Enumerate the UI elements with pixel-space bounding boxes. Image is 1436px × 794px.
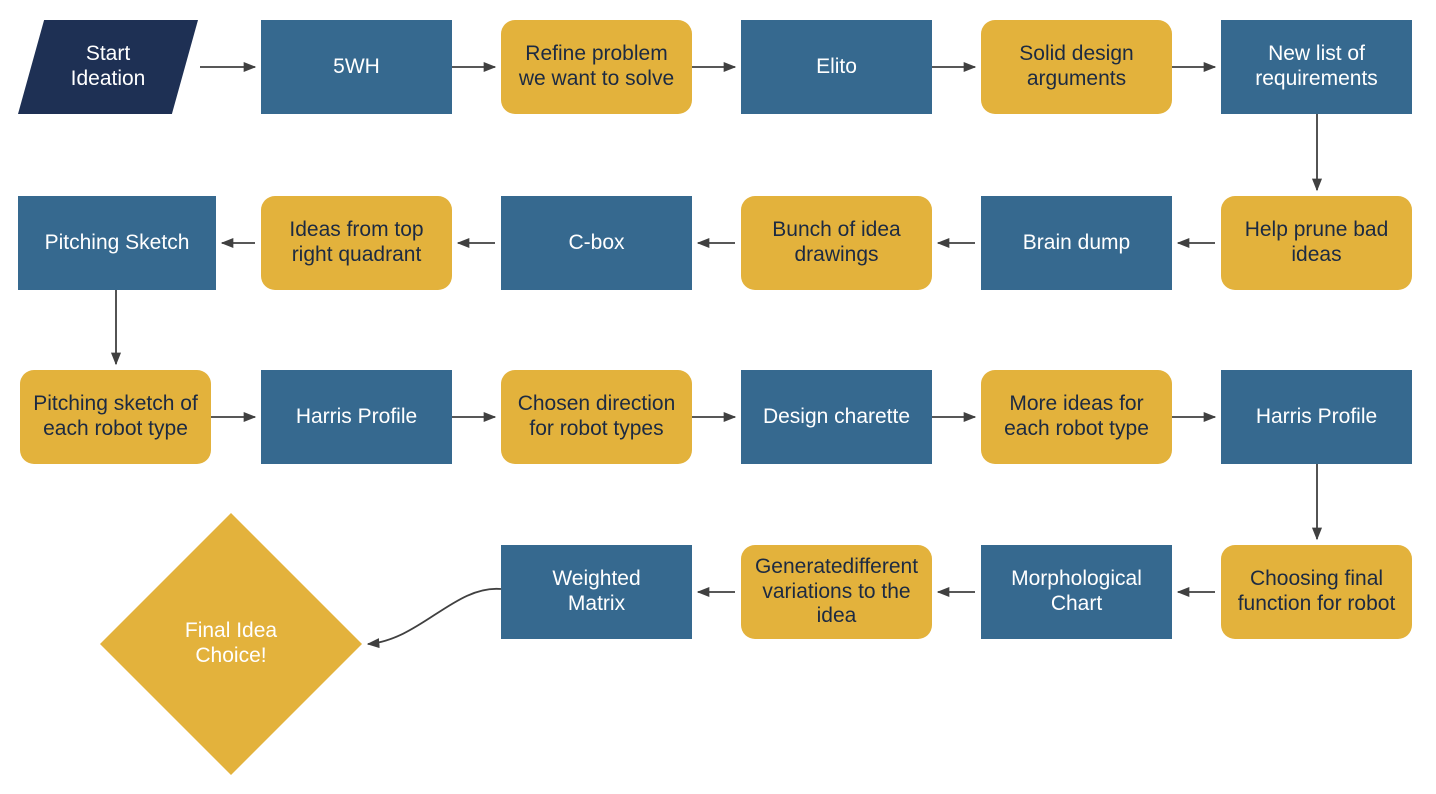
node-label-design_charette: Design charette [762, 404, 911, 428]
node-label-chosen_direction: Chosen direction for robot types [517, 392, 676, 440]
flow-arrow [366, 588, 502, 649]
node-label-more_ideas: More ideas for each robot type [1004, 392, 1149, 440]
node-label-final_idea: Final Idea Choice! [184, 619, 278, 667]
node-choosing_final[interactable]: Choosing final function for robot [1221, 545, 1412, 639]
node-label-harris_profile_1: Harris Profile [295, 404, 418, 428]
node-label-weighted_matrix: Weighted Matrix [552, 567, 641, 615]
node-more_ideas[interactable]: More ideas for each robot type [981, 370, 1172, 464]
node-chosen_direction[interactable]: Chosen direction for robot types [501, 370, 692, 464]
node-label-bunch_ideas: Bunch of idea drawings [772, 218, 901, 266]
node-label-pitch_each_robot: Pitching sketch of each robot type [33, 392, 198, 440]
node-final_idea[interactable]: Final Idea Choice! [100, 513, 362, 775]
node-label-new_list_req: New list of requirements [1255, 42, 1378, 90]
node-label-choosing_final: Choosing final function for robot [1237, 567, 1396, 615]
node-harris_profile_2[interactable]: Harris Profile [1221, 370, 1412, 464]
node-ideas_top_right[interactable]: Ideas from top right quadrant [261, 196, 452, 290]
node-label-pitching_sketch: Pitching Sketch [44, 230, 190, 254]
node-label-brain_dump: Brain dump [1022, 230, 1131, 254]
node-label-fivewh: 5WH [333, 54, 380, 78]
node-solid_design[interactable]: Solid design arguments [981, 20, 1172, 114]
node-label-refine_problem: Refine problem we want to solve [518, 42, 675, 90]
node-label-harris_profile_2: Harris Profile [1255, 404, 1378, 428]
node-label-help_prune: Help prune bad ideas [1244, 218, 1389, 266]
node-design_charette[interactable]: Design charette [741, 370, 932, 464]
node-pitching_sketch[interactable]: Pitching Sketch [18, 196, 216, 290]
node-label-ideas_top_right: Ideas from top right quadrant [289, 218, 424, 266]
node-label-start_ideation: Start Ideation [70, 42, 146, 90]
node-refine_problem[interactable]: Refine problem we want to solve [501, 20, 692, 114]
node-label-solid_design: Solid design arguments [1019, 42, 1134, 90]
node-fivewh[interactable]: 5WH [261, 20, 452, 114]
node-label-morph_chart: Morphological Chart [1011, 567, 1142, 615]
node-label-cbox: C-box [568, 230, 625, 254]
node-weighted_matrix[interactable]: Weighted Matrix [501, 545, 692, 639]
node-brain_dump[interactable]: Brain dump [981, 196, 1172, 290]
node-harris_profile_1[interactable]: Harris Profile [261, 370, 452, 464]
node-morph_chart[interactable]: Morphological Chart [981, 545, 1172, 639]
node-bunch_ideas[interactable]: Bunch of idea drawings [741, 196, 932, 290]
node-new_list_req[interactable]: New list of requirements [1221, 20, 1412, 114]
node-start_ideation[interactable]: Start Ideation [18, 20, 198, 114]
node-help_prune[interactable]: Help prune bad ideas [1221, 196, 1412, 290]
node-label-elito: Elito [816, 54, 857, 78]
node-pitch_each_robot[interactable]: Pitching sketch of each robot type [20, 370, 211, 464]
node-generated_var[interactable]: Generatedifferent variations to the idea [741, 545, 932, 639]
node-elito[interactable]: Elito [741, 20, 932, 114]
node-cbox[interactable]: C-box [501, 196, 692, 290]
node-label-generated_var: Generatedifferent variations to the idea [754, 554, 919, 628]
